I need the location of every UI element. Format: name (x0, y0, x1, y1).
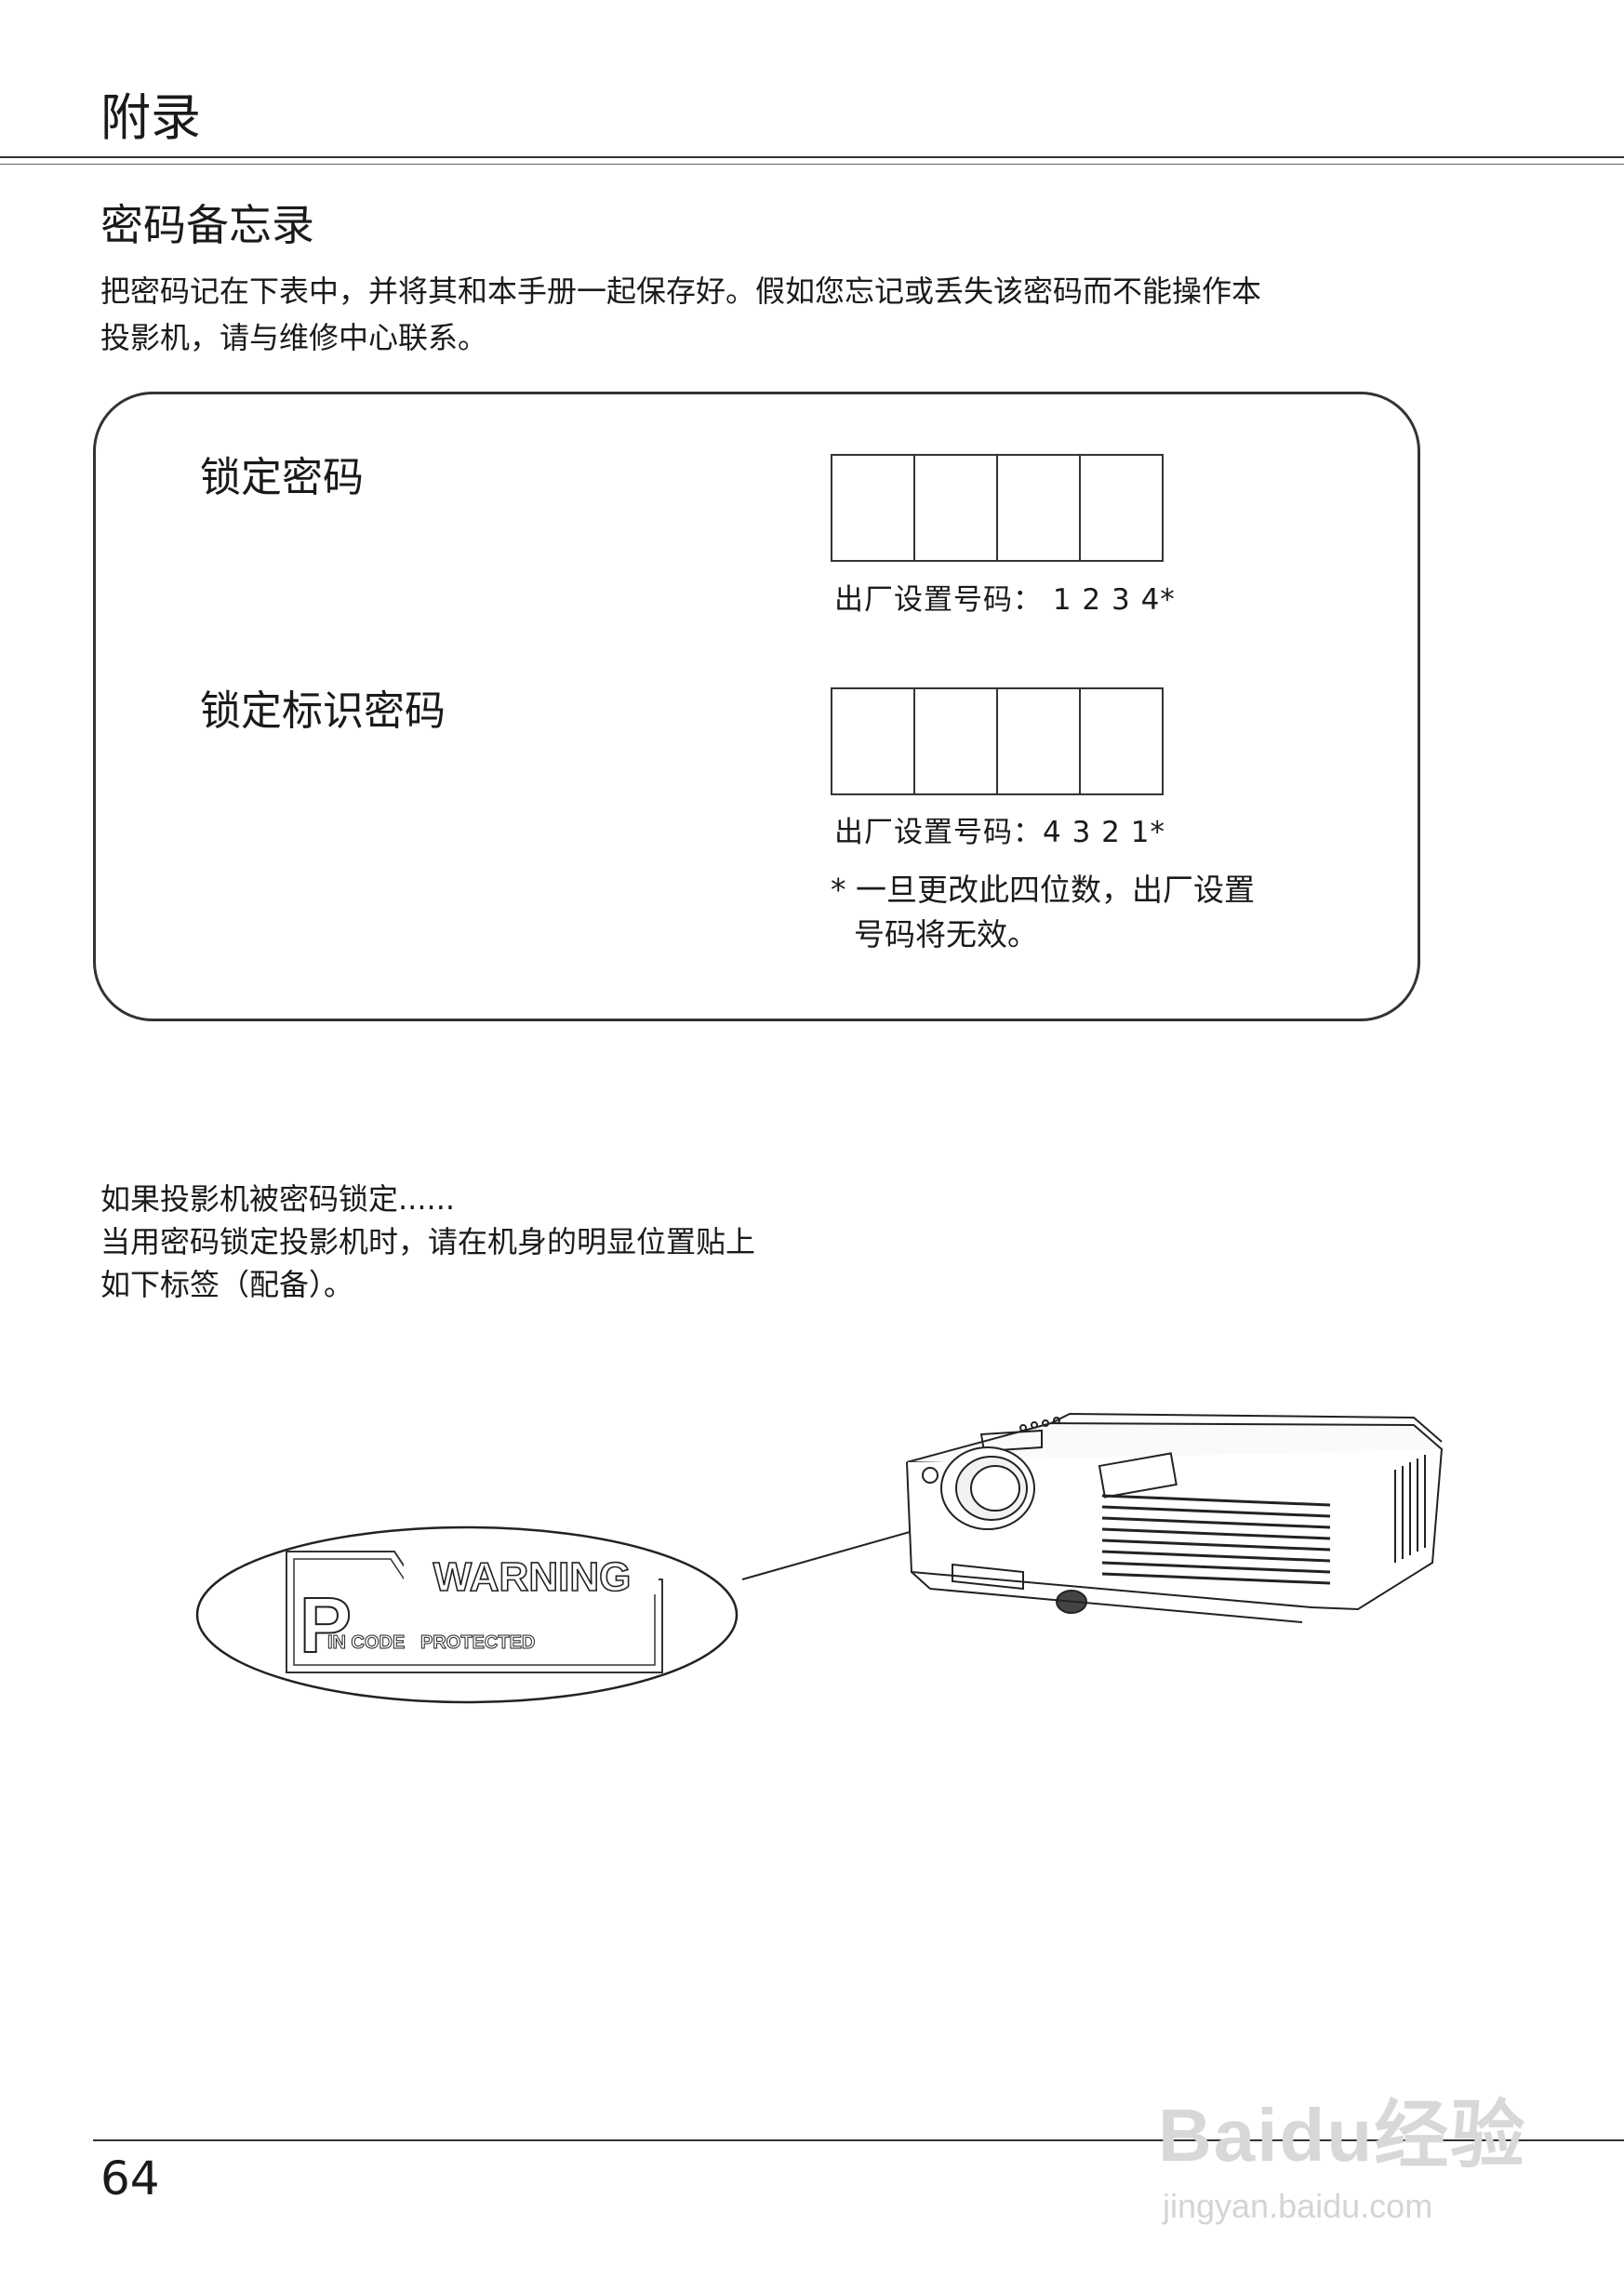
header-rule-thin (0, 164, 1624, 165)
section-title: 密码备忘录 (100, 200, 314, 250)
label-info-line-1: 如果投影机被密码锁定...... (100, 1181, 456, 1217)
baidu-watermark-logo: Baidu经验 (1158, 2094, 1527, 2177)
digit-box (913, 454, 998, 562)
lock-code-label: 锁定密码 (200, 454, 364, 501)
header-rule (0, 156, 1624, 158)
intro-paragraph: 把密码记在下表中，并将其和本手册一起保存好。假如您忘记或丢失该密码而不能操作本 … (100, 268, 1449, 361)
label-info-line-3: 如下标签（配备）。 (100, 1267, 354, 1302)
sticker-warning-text: WARNING (433, 1554, 632, 1600)
change-note-line-2: 号码将无效。 (854, 916, 1038, 952)
projector-illustration (906, 1412, 1444, 1623)
footer-rule (93, 2139, 1624, 2141)
digit-box (996, 454, 1081, 562)
change-note-line-1: * 一旦更改此四位数，出厂设置 (831, 872, 1255, 908)
label-info-line-2: 当用密码锁定投影机时，请在机身的明显位置贴上 (100, 1224, 756, 1259)
intro-line-1: 把密码记在下表中，并将其和本手册一起保存好。假如您忘记或丢失该密码而不能操作本 (100, 273, 1262, 309)
intro-line-2: 投影机，请与维修中心联系。 (100, 320, 488, 355)
pin-warning-sticker: WARNING P IN CODE PROTECTED (286, 1551, 663, 1673)
sticker-subtitle: IN CODE PROTECTED (327, 1632, 535, 1653)
pin-label-info: 如果投影机被密码锁定...... 当用密码锁定投影机时，请在机身的明显位置贴上 … (100, 1178, 755, 1306)
sticker-letter: P (300, 1581, 352, 1669)
digit-box (831, 687, 915, 795)
lock-code-digit-boxes (831, 454, 1164, 562)
password-memo-box (93, 392, 1420, 1021)
appendix-title: 附录 (100, 88, 201, 147)
digit-box (913, 687, 998, 795)
pin-label-illustration: WARNING P IN CODE PROTECTED (195, 1412, 1444, 1704)
logo-code-factory-default: 出厂设置号码：4 3 2 1* (834, 816, 1165, 849)
lock-code-factory-default: 出厂设置号码： 1 2 3 4* (834, 583, 1176, 617)
digit-box (1079, 687, 1164, 795)
logo-code-digit-boxes (831, 687, 1164, 795)
logo-code-label: 锁定标识密码 (200, 687, 446, 735)
baidu-watermark-url: jingyan.baidu.com (1163, 2187, 1433, 2225)
digit-box (1079, 454, 1164, 562)
digit-box (831, 454, 915, 562)
digit-box (996, 687, 1081, 795)
page-number: 64 (100, 2151, 160, 2205)
